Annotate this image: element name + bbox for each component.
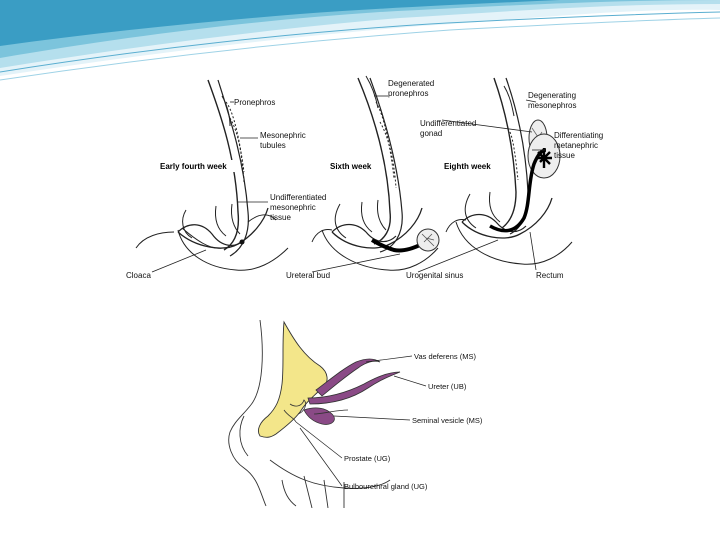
label-diff-metanephric-line2: metanephric (554, 141, 598, 150)
label-ureter: Ureter (UB) (428, 382, 467, 391)
label-diff-metanephric-line3: tissue (554, 151, 575, 160)
kidney-development-diagram: Pronephros Mesonephric tubules Undiffere… (126, 72, 618, 288)
label-undiff-gonad-line1: Undifferentiated (420, 119, 476, 128)
label-vas-deferens: Vas deferens (MS) (414, 352, 476, 361)
sixth-week-panel (311, 75, 439, 271)
label-urogenital-sinus: Urogenital sinus (406, 271, 463, 280)
label-degenerating-mesonephros-line1: Degenerating (528, 91, 576, 100)
label-prostate: Prostate (UG) (344, 454, 391, 463)
label-undiff-mesonephric-line2: mesonephric (270, 203, 316, 212)
label-diff-metanephric-line1: Differentiating (554, 131, 603, 140)
label-seminal-vesicle: Seminal vesicle (MS) (412, 416, 483, 425)
label-undiff-mesonephric-line3: tissue (270, 213, 291, 222)
male-genital-ducts-diagram: Vas deferens (MS) Ureter (UB) Seminal ve… (204, 310, 496, 508)
label-ureteral-bud: Ureteral bud (286, 271, 330, 280)
stage-label-eighth-week: Eighth week (444, 162, 491, 171)
stage-label-sixth-week: Sixth week (330, 162, 372, 171)
early-fourth-week-panel (135, 79, 289, 271)
seminal-vesicle-shape (303, 407, 335, 425)
label-rectum: Rectum (536, 271, 564, 280)
body-wall-outline (228, 319, 267, 507)
ureter-shape (307, 371, 401, 405)
label-degenerated-pronephros-line2: pronephros (388, 89, 428, 98)
label-pronephros: Pronephros (234, 98, 275, 107)
label-bulbourethral-gland: Bulbourethral gland (UG) (344, 482, 428, 491)
label-degenerated-pronephros-line1: Degenerated (388, 79, 434, 88)
header-wave-banner (0, 0, 720, 81)
vas-deferens-shape (315, 358, 381, 397)
label-mesonephric-tubules-line1: Mesonephric (260, 131, 306, 140)
stage-label-early-fourth-week: Early fourth week (160, 162, 227, 171)
label-undiff-mesonephric-line1: Undifferentiated (270, 193, 326, 202)
label-cloaca: Cloaca (126, 271, 151, 280)
label-undiff-gonad-line2: gonad (420, 129, 442, 138)
label-mesonephric-tubules-line2: tubules (260, 141, 286, 150)
label-degenerating-mesonephros-line2: mesonephros (528, 101, 576, 110)
urogenital-sinus-shape (257, 320, 328, 438)
